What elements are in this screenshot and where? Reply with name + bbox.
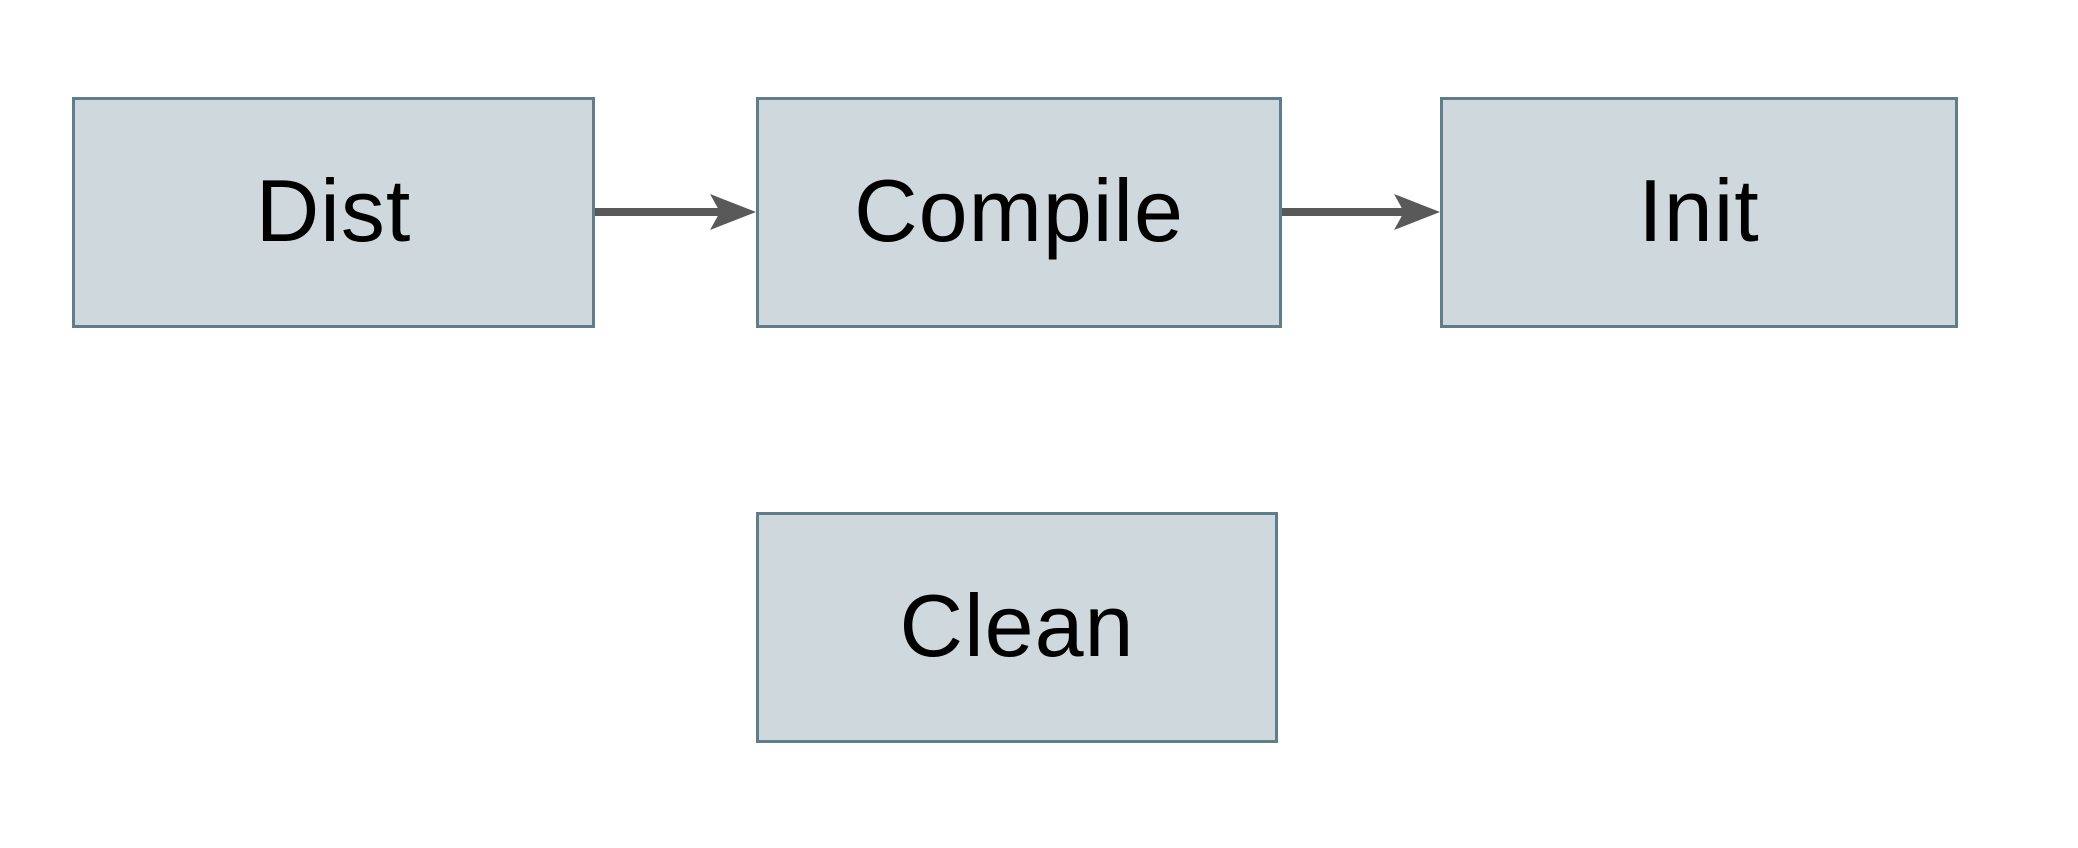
node-dist[interactable]: Dist (72, 97, 595, 328)
node-dist-label: Dist (255, 160, 412, 260)
arrowhead-icon (1394, 194, 1440, 230)
arrow-dist-to-compile (595, 194, 756, 230)
node-clean[interactable]: Clean (756, 512, 1278, 743)
node-init[interactable]: Init (1440, 97, 1958, 328)
node-compile[interactable]: Compile (756, 97, 1282, 328)
node-init-label: Init (1638, 160, 1760, 260)
node-compile-label: Compile (854, 160, 1184, 260)
arrowhead-icon (710, 194, 756, 230)
node-clean-label: Clean (899, 575, 1135, 675)
arrow-compile-to-init (1282, 194, 1440, 230)
